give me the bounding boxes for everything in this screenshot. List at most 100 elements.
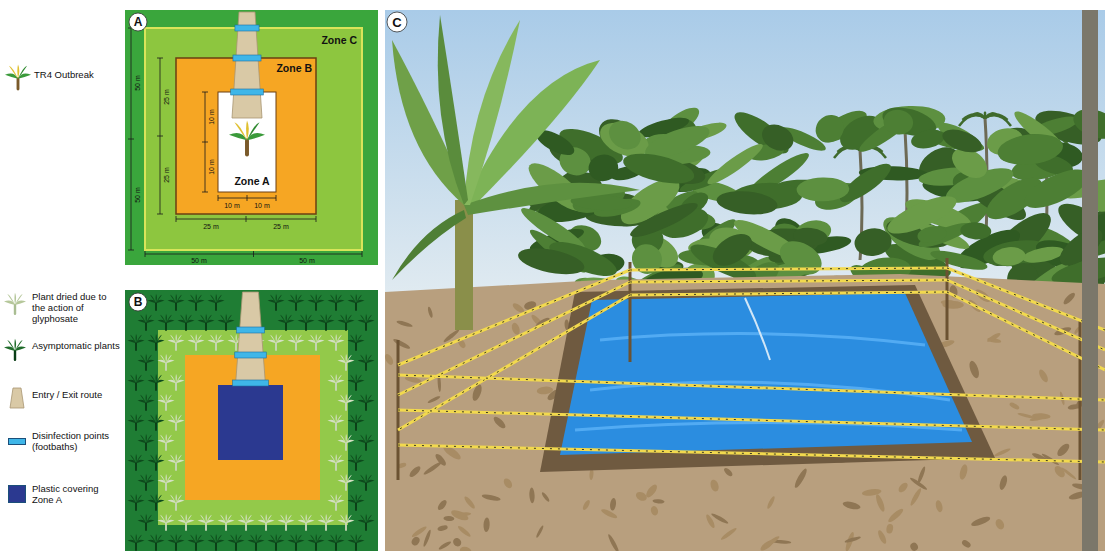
- plant-leaf: [130, 455, 136, 464]
- plant-leaf: [208, 540, 217, 543]
- plant-leaf: [160, 435, 166, 444]
- banana-leaf: [992, 246, 1026, 267]
- plant-leaf: [330, 455, 336, 464]
- plant-leaf: [356, 415, 362, 424]
- plant-leaf: [360, 395, 366, 404]
- plant-leaf: [160, 315, 166, 324]
- dimension-label-holder: 50 m: [191, 257, 207, 264]
- plant-leaf: [330, 535, 336, 544]
- plant-trunk: [145, 483, 147, 490]
- banana-leaf: [464, 183, 640, 215]
- dried-plant-icon: [158, 474, 175, 490]
- plant-leaf: [320, 315, 326, 324]
- dry-leaf: [909, 476, 928, 491]
- plant-leaf: [166, 514, 167, 523]
- plant-leaf: [146, 434, 147, 443]
- asymptomatic-plant-icon: [158, 314, 175, 330]
- plant-leaf: [128, 460, 137, 463]
- banana-leaf: [438, 15, 468, 205]
- plant-leaf: [240, 515, 246, 524]
- plant-leaf: [229, 133, 247, 140]
- plant-leaf: [136, 454, 137, 463]
- plant-leaf: [336, 334, 337, 343]
- plant-leaf: [276, 534, 277, 543]
- legend-item: TR4 Outbreak: [34, 70, 122, 81]
- plant-leaf: [366, 520, 375, 523]
- plant-leaf: [196, 334, 197, 343]
- plant-leaf: [248, 540, 257, 543]
- dry-leaf: [529, 487, 535, 503]
- caution-tape: [630, 292, 947, 295]
- dry-leaf: [1055, 442, 1071, 458]
- plant-leaf: [146, 520, 155, 523]
- dry-leaf: [961, 539, 972, 549]
- dry-leaf: [463, 495, 476, 510]
- panel-letter: B: [134, 296, 143, 308]
- plant-leaf: [346, 474, 347, 483]
- dry-leaf: [410, 535, 421, 546]
- plant-leaf: [146, 435, 152, 444]
- plant-leaf: [336, 375, 342, 384]
- zone-a-square: Zone A: [218, 92, 286, 192]
- plant-leaf: [166, 354, 167, 363]
- plant-trunk: [335, 423, 337, 430]
- plant-leaf: [306, 515, 312, 524]
- dry-leaf: [909, 541, 919, 551]
- plant-leaf: [166, 515, 172, 524]
- dried-plant-icon: [258, 514, 275, 530]
- dry-leaf: [897, 481, 910, 494]
- plant-leaf: [150, 295, 156, 304]
- plant-leaf: [358, 520, 367, 523]
- footbath-mark: [235, 352, 266, 358]
- plant-leaf: [330, 415, 336, 424]
- plant-leaf: [136, 374, 137, 383]
- plant-leaf: [168, 300, 177, 303]
- dry-leaf: [723, 467, 734, 478]
- plant-leaf: [216, 295, 222, 304]
- plant-leaf: [166, 434, 167, 443]
- plant-trunk: [345, 363, 347, 370]
- legend-text: Plant dried due to the action of glyphos…: [32, 292, 122, 325]
- banana-leaf: [620, 148, 697, 189]
- zone-c-fill: [145, 28, 362, 250]
- dry-leaf: [634, 490, 648, 502]
- plant-leaf: [170, 415, 176, 424]
- dry-leaf: [427, 395, 441, 404]
- plant-leaf: [286, 520, 295, 523]
- plant-leaf: [268, 540, 277, 543]
- dry-leaf: [1053, 464, 1067, 479]
- plant-leaf: [356, 334, 357, 343]
- dry-leaf: [842, 500, 861, 511]
- plant-leaf: [146, 315, 152, 324]
- plant-leaf: [146, 360, 155, 363]
- plant-leaf: [366, 480, 375, 483]
- plant-leaf: [246, 514, 247, 523]
- plant-trunk: [235, 343, 237, 350]
- plant-leaf: [276, 335, 282, 344]
- plant-leaf: [338, 320, 347, 323]
- asymptomatic-plant-icon: [358, 434, 375, 450]
- plant-leaf: [338, 400, 347, 403]
- plant-leaf: [166, 474, 167, 483]
- caution-tape: [630, 280, 947, 282]
- plant-leaf: [356, 500, 365, 503]
- plant-leaf: [348, 460, 357, 463]
- plant-trunk: [165, 403, 167, 410]
- plant-leaf: [328, 460, 337, 463]
- dry-leaf: [650, 505, 659, 516]
- plant-leaf: [296, 295, 302, 304]
- dry-leaf: [481, 493, 501, 502]
- plant-trunk: [155, 423, 157, 430]
- dimension-tick: [316, 216, 317, 222]
- dimension-tick: [176, 216, 177, 222]
- asymptomatic-plant-icon: [128, 334, 145, 350]
- legend-item: Entry / Exit route: [32, 390, 122, 401]
- plant-leaf: [330, 335, 336, 344]
- plant-leaf: [168, 380, 177, 383]
- plant-leaf: [358, 440, 367, 443]
- asymptomatic-plant-icon: [348, 414, 365, 430]
- asymptomatic-plant-icon: [348, 534, 365, 550]
- plant-leaf: [336, 295, 342, 304]
- plant-leaf: [186, 314, 187, 323]
- plant-leaf: [316, 540, 325, 543]
